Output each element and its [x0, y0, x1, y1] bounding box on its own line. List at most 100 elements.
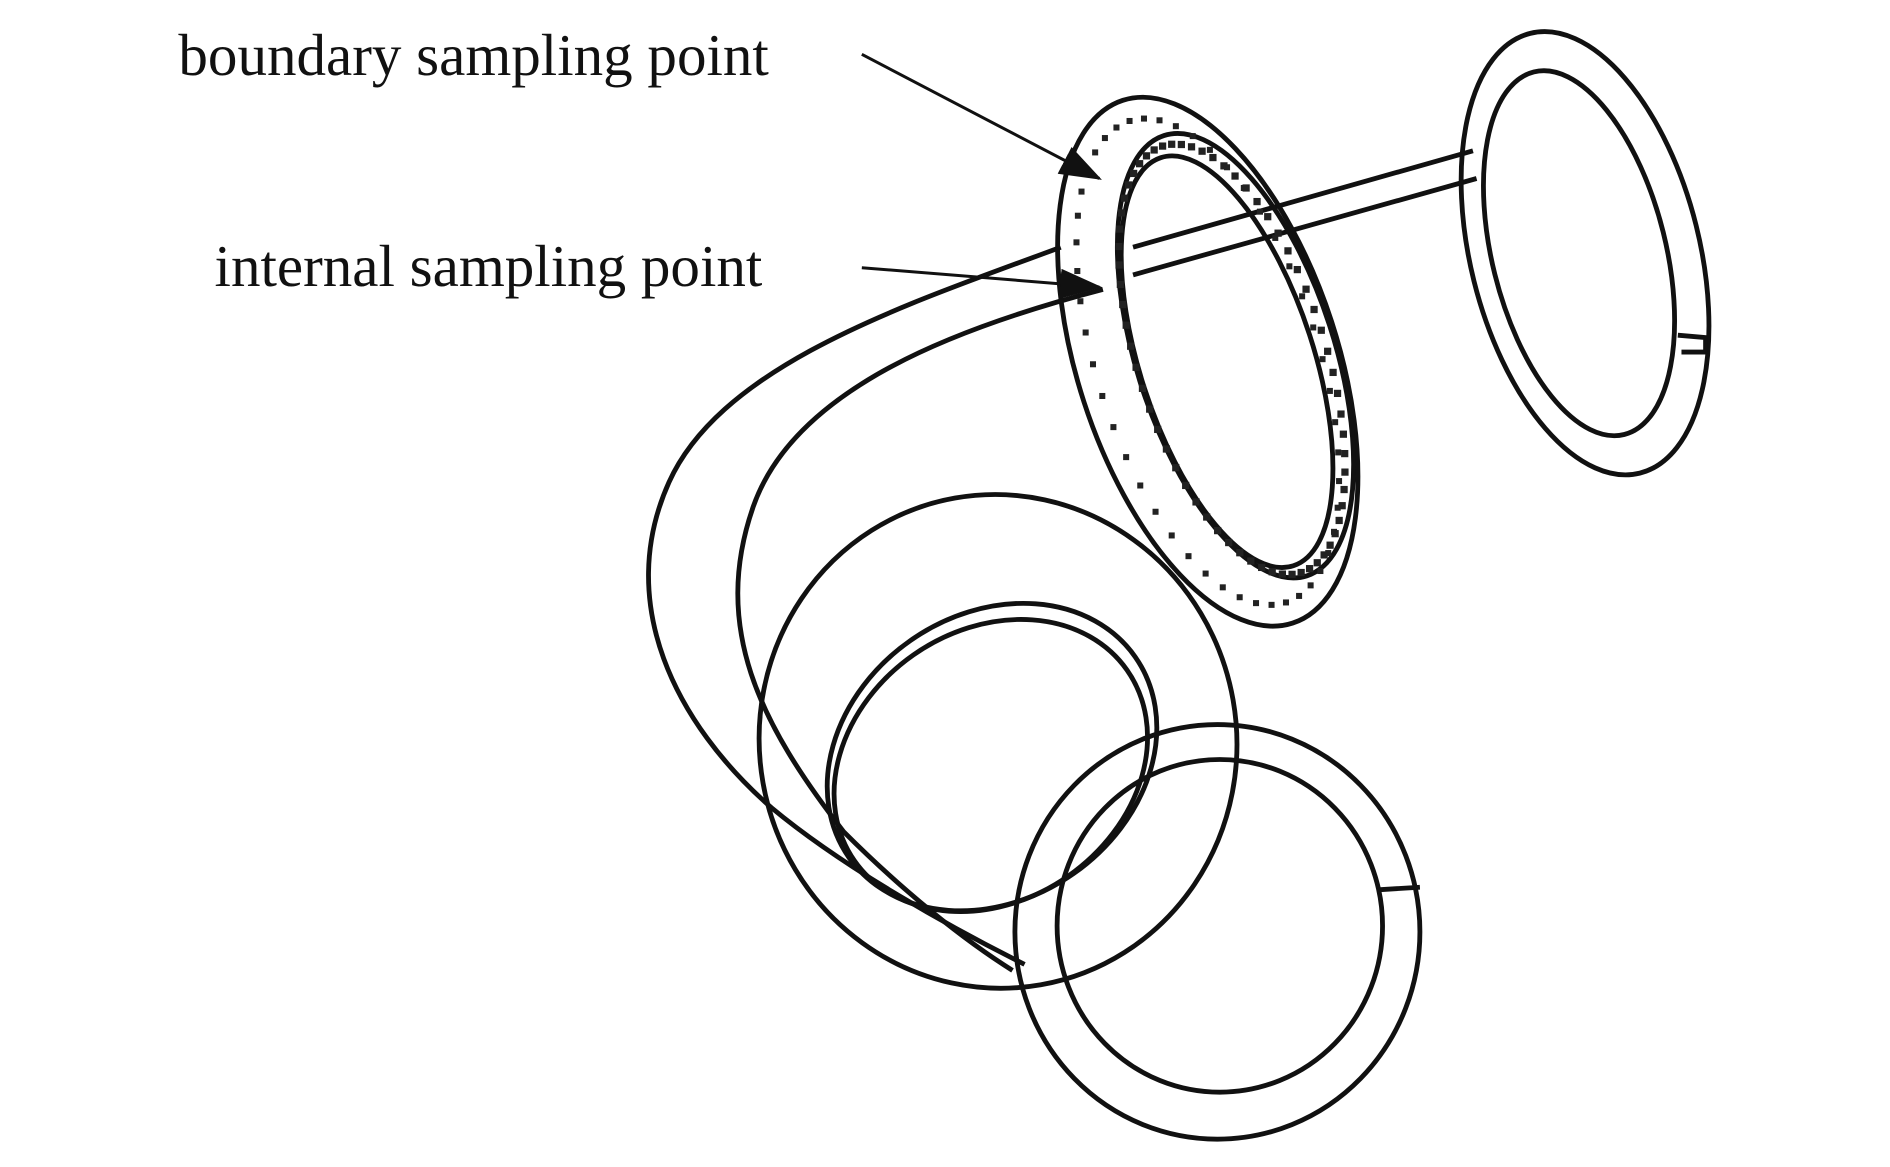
internal-sampling-point — [1172, 464, 1180, 472]
boundary-sampling-point — [1152, 508, 1159, 515]
boundary-sampling-point — [1113, 124, 1120, 131]
internal-sampling-point — [1214, 527, 1222, 535]
boundary-sampling-point — [1332, 419, 1339, 426]
internal-sampling-point — [1146, 405, 1154, 413]
straight-pipe-top — [1132, 148, 1474, 250]
boundary-sampling-point — [1168, 532, 1175, 539]
middle-ring — [756, 492, 1240, 991]
boundary-sampling-point — [1317, 567, 1324, 575]
boundary-sampling-point — [1272, 234, 1279, 241]
internal-sampling-point — [1130, 169, 1138, 178]
internal-sampling-point-label: internal sampling point — [215, 233, 763, 299]
internal-sampling-point — [1253, 197, 1261, 206]
straight-pipe-bottom — [1132, 176, 1478, 278]
boundary-sampling-point — [1140, 115, 1147, 122]
internal-sampling-point — [1329, 368, 1337, 377]
internal-sampling-point — [1247, 557, 1255, 565]
internal-sampling-point — [1132, 363, 1140, 371]
internal-sampling-point — [1119, 300, 1127, 309]
internal-sampling-point — [1337, 410, 1345, 418]
internal-sampling-point — [1313, 559, 1321, 567]
internal-sampling-point — [1116, 225, 1124, 233]
sampled-ring — [1055, 94, 1361, 629]
internal-sampling-point — [1264, 213, 1272, 221]
boundary-sampling-point — [1268, 601, 1275, 608]
internal-sampling-point — [1220, 162, 1228, 170]
internal-sampling-point — [1117, 209, 1126, 217]
boundary-sampling-point — [1074, 268, 1081, 275]
internal-sampling-point — [1225, 538, 1233, 547]
internal-sampling-point — [1340, 485, 1348, 494]
internal-sampling-point — [1203, 513, 1211, 521]
internal-sampling-point — [1150, 146, 1158, 154]
internal-sampling-point — [1338, 502, 1346, 510]
internal-sampling-point — [1122, 321, 1130, 329]
internal-sampling-point — [1115, 261, 1123, 269]
internal-sampling-point — [1305, 565, 1314, 573]
boundary-sampling-point — [1078, 188, 1085, 195]
boundary-sampling-point — [1296, 592, 1303, 599]
internal-sampling-point — [1136, 160, 1144, 168]
internal-sampling-point — [1339, 430, 1348, 438]
boundary-sampling-point — [1310, 324, 1317, 331]
boundary-sampling-point — [1137, 482, 1144, 489]
internal-sampling-point — [1154, 425, 1162, 434]
internal-sampling-point — [1258, 563, 1266, 572]
bottom-ring — [1012, 722, 1423, 1142]
internal-sampling-point — [1158, 142, 1167, 150]
internal-sampling-point — [1297, 568, 1305, 577]
internal-sampling-point — [1231, 172, 1239, 180]
boundary-sampling-point — [1307, 582, 1314, 589]
internal-sampling-point — [1187, 143, 1196, 151]
boundary-sampling-points — [1073, 115, 1343, 608]
boundary-sampling-point — [1092, 149, 1099, 156]
internal-sampling-point — [1236, 549, 1244, 557]
internal-sampling-point — [1127, 342, 1135, 350]
internal-sampling-point — [1333, 389, 1342, 398]
boundary-sampling-point — [1256, 208, 1264, 215]
right-ring — [1458, 29, 1712, 478]
boundary-sampling-point — [1077, 298, 1084, 305]
internal-sampling-point — [1324, 347, 1332, 355]
boundary-sampling-point — [1110, 424, 1117, 431]
internal-sampling-point — [1209, 153, 1217, 162]
internal-sampling-point — [1182, 481, 1190, 490]
boundary-sampling-point — [1336, 478, 1343, 485]
boundary-sampling-point — [1299, 293, 1306, 300]
boundary-sampling-point — [1319, 356, 1326, 363]
internal-sampling-point — [1162, 445, 1171, 453]
boundary-sampling-point — [1326, 387, 1333, 394]
boundary-sampling-point — [1219, 584, 1226, 591]
boundary-sampling-point — [1189, 133, 1196, 140]
internal-sampling-point — [1168, 140, 1176, 148]
boundary-sampling-point — [1099, 392, 1106, 399]
boundary-sampling-point — [1282, 599, 1290, 606]
boundary-sampling-point — [1074, 212, 1081, 219]
internal-arrow — [861, 266, 1103, 299]
boundary-sampling-point-label: boundary sampling point — [178, 22, 769, 88]
internal-sampling-point — [1116, 280, 1124, 289]
internal-sampling-point — [1320, 551, 1328, 559]
internal-sampling-point — [1192, 498, 1200, 506]
internal-sampling-point — [1142, 152, 1151, 160]
internal-sampling-point — [1341, 468, 1349, 476]
boundary-sampling-point — [1073, 239, 1080, 246]
internal-sampling-point — [1293, 265, 1301, 274]
internal-sampling-point — [1317, 326, 1325, 334]
boundary-sampling-point — [1335, 449, 1342, 456]
internal-sampling-point — [1288, 570, 1296, 578]
boundary-sampling-point — [1236, 594, 1243, 601]
internal-sampling-point — [1274, 229, 1282, 237]
boundary-sampling-point — [1334, 504, 1341, 511]
boundary-sampling-point — [1156, 117, 1163, 124]
internal-sampling-point — [1138, 384, 1147, 392]
boundary-arrow — [861, 53, 1102, 180]
boundary-sampling-point — [1286, 263, 1293, 270]
internal-sampling-point — [1284, 247, 1292, 255]
boundary-sampling-point — [1185, 553, 1192, 560]
boundary-sampling-point — [1172, 123, 1179, 130]
boundary-sampling-point — [1123, 454, 1130, 461]
boundary-sampling-point — [1126, 117, 1133, 124]
internal-sampling-point — [1278, 570, 1286, 578]
